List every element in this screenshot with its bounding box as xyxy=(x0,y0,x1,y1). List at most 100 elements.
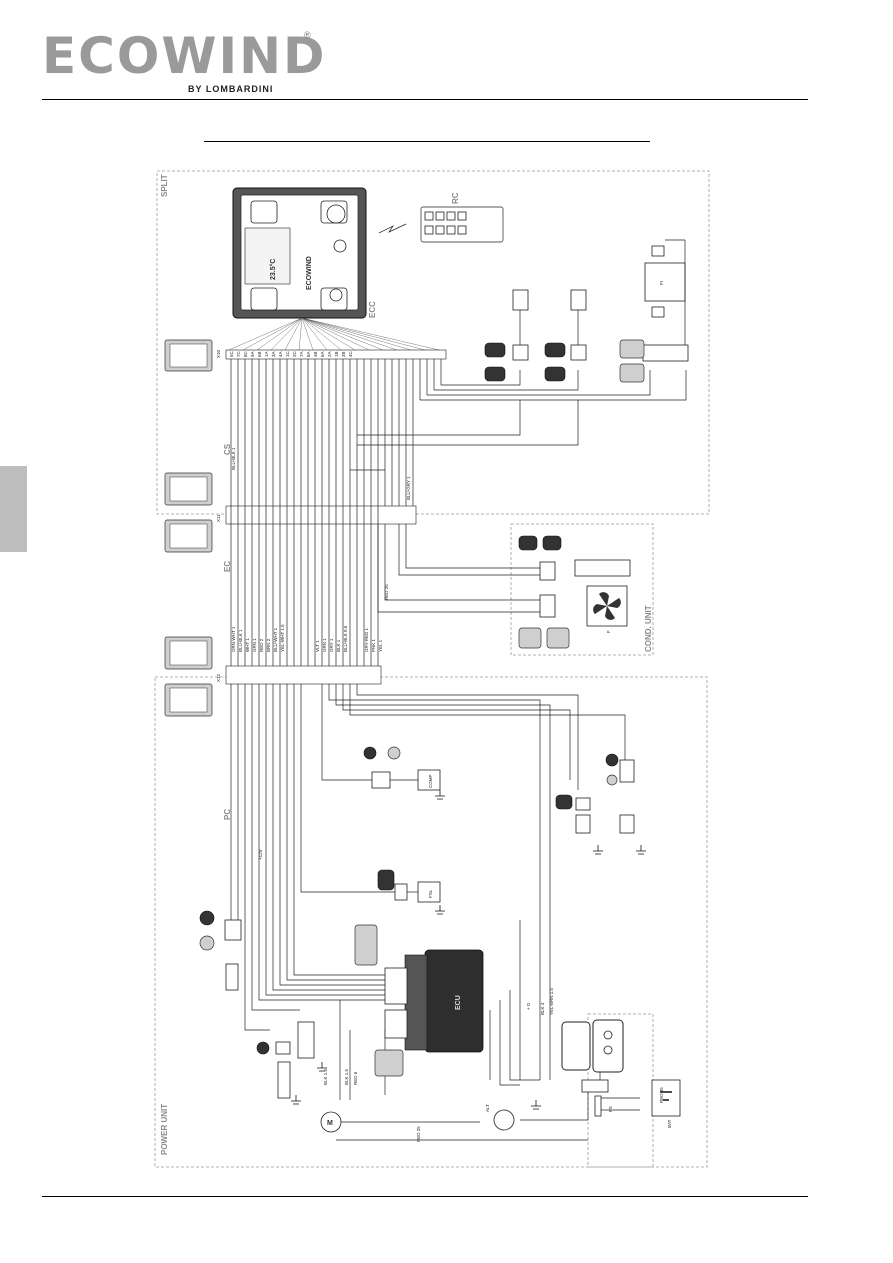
wire-label: RED 2 xyxy=(259,638,264,652)
wire-label: BLK 1.5 xyxy=(323,1068,328,1085)
pin-label: 6A xyxy=(320,351,325,357)
pc-label: PC xyxy=(223,809,232,820)
wire-label: GRN 1 xyxy=(322,638,327,652)
wire-label: BLU-BLK 0.5 xyxy=(343,625,348,652)
wire-label: BLK 4 xyxy=(540,1002,545,1015)
fuel-solenoid xyxy=(394,881,441,903)
evaporator-fan-label: FI xyxy=(659,281,664,285)
compressor-clutch xyxy=(371,769,441,791)
x12-connector-strip xyxy=(225,665,382,685)
pin-label: 3B xyxy=(341,351,346,357)
wire-label: WHT 1 xyxy=(245,638,250,652)
header-divider xyxy=(42,99,808,100)
pin-label: 2C xyxy=(292,350,297,357)
wire-label: BLU-BLK 1 xyxy=(238,629,243,652)
evaporator-temp-sensor xyxy=(512,289,529,361)
evaporator-fan-plug xyxy=(619,339,645,383)
pin-label: 4A xyxy=(278,351,283,357)
pc-pressure-switch-2 xyxy=(605,753,635,834)
starter-motor xyxy=(320,1111,342,1133)
connector-housing-cs xyxy=(164,472,213,506)
pin-label: 1C xyxy=(285,350,290,357)
battery xyxy=(651,1079,681,1117)
battery-label: BAT xyxy=(667,1119,672,1128)
wire-label: RED 25 xyxy=(384,584,389,600)
connector-x10 xyxy=(164,339,213,372)
wire-label: BLK 1.5 xyxy=(344,1068,349,1085)
wire-label: PNK 1 xyxy=(371,638,376,652)
power-unit-block-outline xyxy=(154,676,708,1168)
x11-label: X11 xyxy=(216,514,221,522)
cond-pressure-switch xyxy=(574,559,631,577)
wire-label: ORN-WHT 1 xyxy=(231,626,236,652)
split-label: SPLIT xyxy=(160,174,169,197)
ambient-temp-sensor xyxy=(570,289,587,361)
wire-label: RED 35 xyxy=(659,1087,664,1103)
pin-label: 7C xyxy=(236,350,241,357)
cs-label: CS xyxy=(223,443,232,455)
pin-label: 5C xyxy=(229,350,234,357)
cond-unit-block-outline xyxy=(510,523,654,656)
panel-display-temp: 23.5°C xyxy=(269,259,277,280)
engine-temp-sensor xyxy=(199,910,242,991)
ecu-label: ECU xyxy=(455,995,462,1010)
motor-label: M xyxy=(327,1120,333,1127)
ecu-module xyxy=(384,949,484,1053)
wire-label: YEL-BRN 1.5 xyxy=(549,987,554,1015)
plus-12v-label: +12V xyxy=(258,849,263,860)
main-connector-xb xyxy=(581,1079,609,1093)
ecowind-logo: ECOWIND ® BY LOMBARDINI xyxy=(42,28,324,98)
power-unit-label: POWER UNIT xyxy=(160,1104,169,1155)
alternator-label: ALT xyxy=(485,1104,490,1112)
wire-label: GRY-RED 1 xyxy=(364,627,369,652)
ec-label: EC xyxy=(223,561,232,572)
wireless-signal-icon xyxy=(378,223,407,234)
power-relay-block xyxy=(561,1019,624,1073)
evaporator-fan xyxy=(642,239,689,362)
power-unit-wires xyxy=(230,684,640,1141)
condenser-fan-label: F xyxy=(606,630,611,633)
x10-label: X10 xyxy=(216,349,221,358)
panel-button-up xyxy=(250,200,278,224)
panel-power-knob xyxy=(326,204,346,224)
section-tab xyxy=(0,466,27,552)
logo-wordmark: ECOWIND xyxy=(42,27,327,85)
wire-label: YEL-WHT 1.5 xyxy=(280,624,285,652)
fuel-solenoid-label: FSL xyxy=(428,889,433,898)
split-plug-2 xyxy=(544,342,566,382)
registered-mark: ® xyxy=(304,30,311,40)
rc-label: RC xyxy=(451,192,460,204)
ecc-label: ECC xyxy=(368,301,377,318)
panel-fan-knob xyxy=(333,239,347,253)
connector-housing-ec2 xyxy=(164,636,213,670)
ecc-control-panel: 23.5°C ECOWIND xyxy=(232,187,367,319)
wire-label: GRY 1 xyxy=(329,638,334,652)
pin-label: 8A xyxy=(306,351,311,357)
connector-housing-pc xyxy=(164,683,213,717)
panel-button-down xyxy=(250,287,278,311)
wire-label: BLU-GRY 1 xyxy=(406,476,411,500)
cond-plug-1 xyxy=(518,535,562,551)
pin-label: 8C xyxy=(243,350,248,357)
pin-label: 4C xyxy=(348,350,353,357)
cond-unit-label: COND. UNIT xyxy=(644,605,653,652)
pin-label: 2A xyxy=(327,351,332,357)
pin-label: 1B xyxy=(334,351,339,357)
panel-mode-knob xyxy=(329,288,343,302)
pin-label: 9A xyxy=(250,351,255,357)
alternator xyxy=(493,1109,515,1131)
split-sensor-wires xyxy=(350,370,687,471)
warning-lamp-box xyxy=(297,1021,315,1059)
pin-label: 3A xyxy=(271,351,276,357)
wire-label: BLU-WHT 1 xyxy=(273,627,278,652)
condenser-fan xyxy=(586,585,628,627)
split-plug-1 xyxy=(484,342,506,382)
wire-label: BLU-BLK 1 xyxy=(231,447,236,470)
pin-label: 4B xyxy=(313,351,318,357)
pin-label: 7A xyxy=(299,351,304,357)
oil-pressure-switch xyxy=(256,1041,291,1099)
footer-divider xyxy=(42,1196,808,1197)
split-block-outline xyxy=(156,170,710,515)
panel-brand: ECOWIND xyxy=(306,256,313,290)
